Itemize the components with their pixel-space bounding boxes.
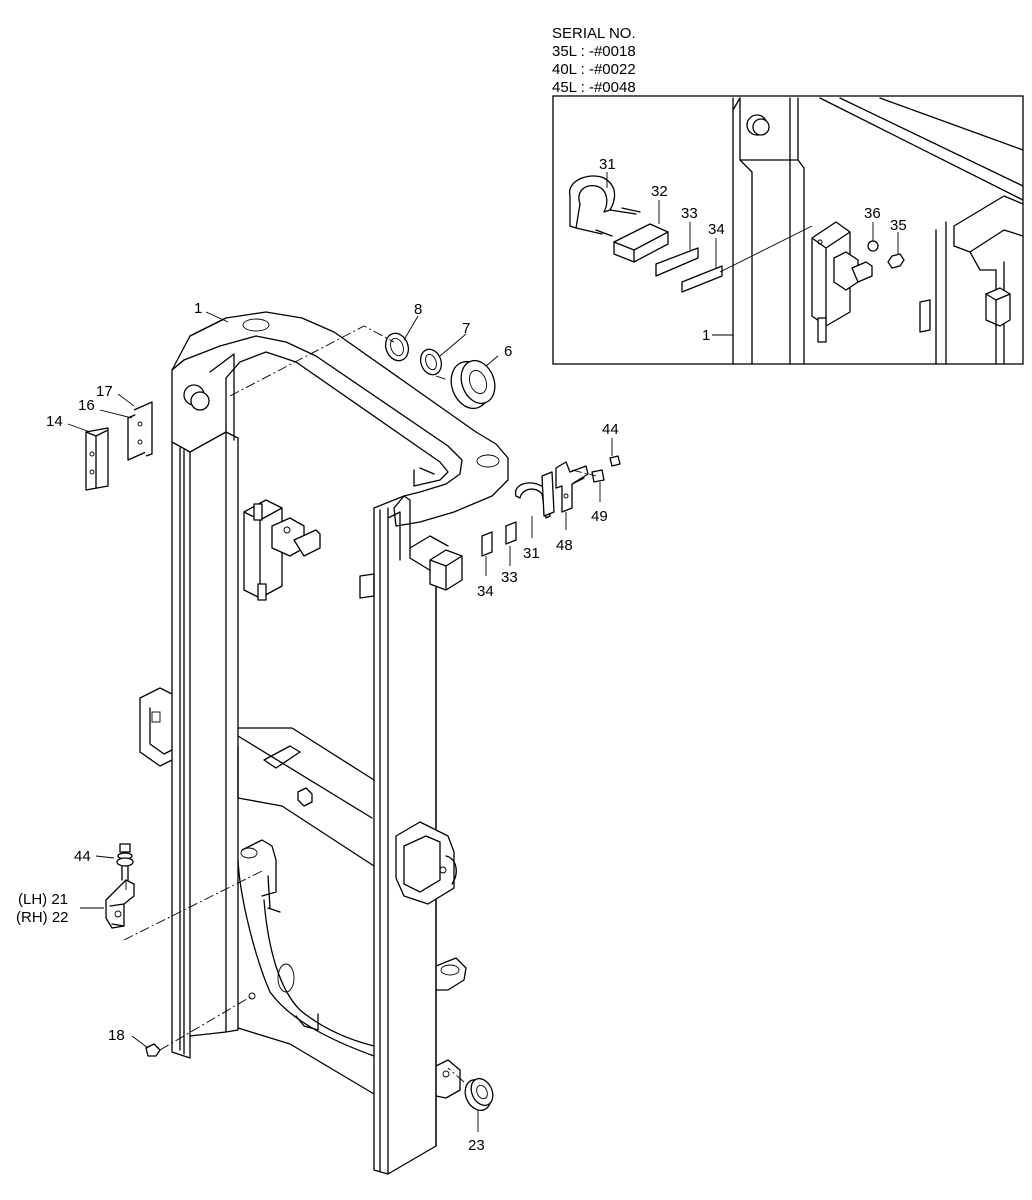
label-34: 34	[477, 583, 494, 600]
label-48: 48	[556, 537, 573, 554]
label-7: 7	[462, 320, 470, 337]
label-17: 17	[96, 383, 113, 400]
label-18: 18	[108, 1027, 125, 1044]
label-44-bottom: 44	[74, 848, 91, 865]
label-33: 33	[501, 569, 518, 586]
inset-label-32: 32	[651, 183, 668, 200]
label-8: 8	[414, 301, 422, 318]
inset-label-33: 33	[681, 205, 698, 222]
serial-title: SERIAL NO.	[552, 25, 636, 42]
mast-frame	[139, 311, 509, 1175]
parts-main	[85, 332, 621, 1112]
label-1: 1	[194, 300, 202, 317]
label-6: 6	[504, 343, 512, 360]
inset-label-34: 34	[708, 221, 725, 238]
label-22-rh: (RH) 22	[16, 909, 69, 926]
serial-line-45l: 45L : -#0048	[552, 79, 636, 96]
label-23: 23	[468, 1137, 485, 1154]
label-44-top: 44	[602, 421, 619, 438]
serial-line-35l: 35L : -#0018	[552, 43, 636, 60]
label-14: 14	[46, 413, 63, 430]
inset-label-31: 31	[599, 156, 616, 173]
label-49: 49	[591, 508, 608, 525]
serial-number-block: SERIAL NO. 35L : -#0018 40L : -#0022 45L…	[552, 25, 636, 96]
label-31: 31	[523, 545, 540, 562]
inset-label-1: 1	[702, 327, 710, 344]
serial-line-40l: 40L : -#0022	[552, 61, 636, 78]
inset-label-35: 35	[890, 217, 907, 234]
label-16: 16	[78, 397, 95, 414]
leader-lines	[67, 311, 613, 1132]
inset-frame	[552, 95, 1024, 365]
label-21-lh: (LH) 21	[18, 891, 68, 908]
inset-detail: 31 32 33 34 36 35 1	[552, 95, 1024, 365]
inset-label-36: 36	[864, 205, 881, 222]
part-labels: 1 8 7 6 17 16 14 44 49 48 31 33 34 44 (L…	[16, 300, 619, 1154]
